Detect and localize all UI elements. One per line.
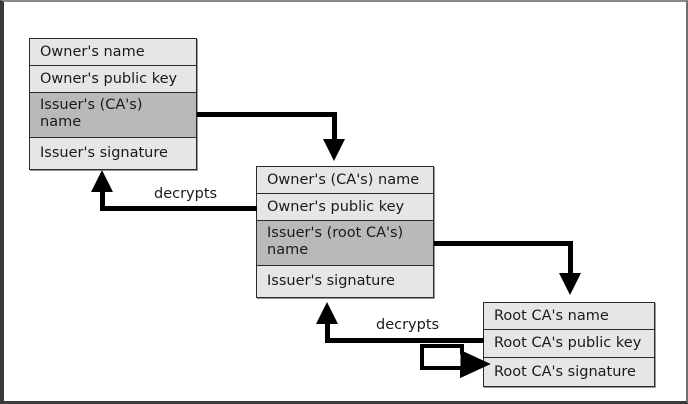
connector-decrypts-ca-horizontal	[100, 206, 257, 211]
connector-issuer-to-root-vertical	[568, 241, 573, 274]
connector-issuer-to-root-arrowhead	[559, 273, 581, 295]
cert-row-root-signature: Root CA's signature	[484, 358, 654, 386]
cert-row-owner-public-key: Owner's public key	[30, 66, 196, 93]
connector-decrypts-root-arrowhead	[316, 302, 338, 324]
cert-row-owner-name: Owner's name	[30, 39, 196, 66]
connector-issuer-to-ca-arrowhead	[323, 139, 345, 161]
cert-row-issuer-name: Issuer's (CA's) name	[30, 93, 196, 138]
connector-issuer-to-root-horizontal	[434, 241, 573, 246]
connector-root-self-signature-hollow-arrow	[420, 344, 491, 379]
cert-row-ca-owner-name: Owner's (CA's) name	[257, 167, 433, 194]
connector-decrypts-ca-vertical	[100, 190, 105, 211]
connector-decrypts-root-vertical	[325, 322, 330, 343]
cert-row-ca-owner-public-key: Owner's public key	[257, 194, 433, 221]
cert-row-issuer-signature: Issuer's signature	[30, 138, 196, 169]
connector-issuer-to-ca-horizontal	[197, 112, 337, 117]
cert-row-ca-issuer-name: Issuer's (root CA's) name	[257, 221, 433, 266]
certificate-box-end-entity: Owner's name Owner's public key Issuer's…	[29, 38, 197, 170]
connector-decrypts-root-horizontal	[325, 338, 484, 343]
cert-row-root-public-key: Root CA's public key	[484, 330, 654, 358]
decrypts-label-ca: decrypts	[154, 186, 218, 202]
connector-issuer-to-ca-vertical	[332, 112, 337, 141]
certificate-box-ca: Owner's (CA's) name Owner's public key I…	[256, 166, 434, 298]
connector-decrypts-ca-arrowhead	[91, 170, 113, 192]
cert-row-ca-issuer-signature: Issuer's signature	[257, 266, 433, 297]
certificate-box-root-ca: Root CA's name Root CA's public key Root…	[483, 302, 655, 387]
decrypts-label-root: decrypts	[376, 317, 440, 333]
cert-row-root-name: Root CA's name	[484, 303, 654, 330]
